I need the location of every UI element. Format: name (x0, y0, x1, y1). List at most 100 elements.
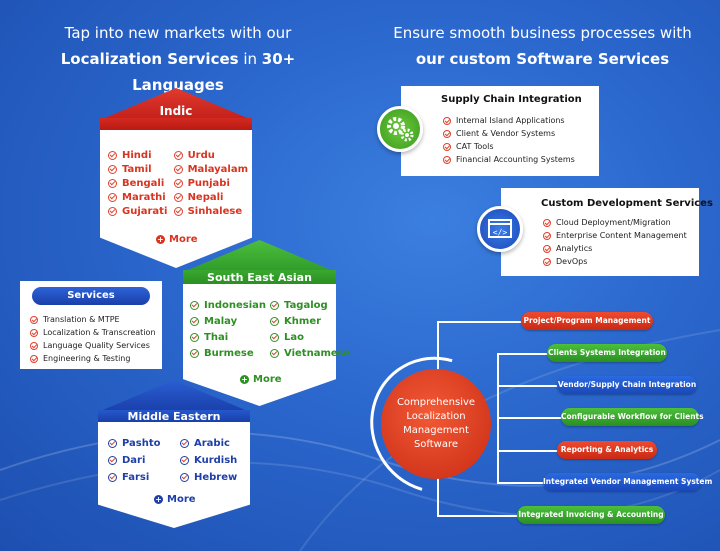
language-item: Hindi (108, 150, 170, 161)
check-icon (173, 165, 183, 174)
more-label: More (169, 234, 198, 245)
language-label: Kurdish (194, 455, 238, 466)
sea-more-link[interactable]: +More (240, 374, 282, 385)
language-item: Marathi (108, 192, 170, 203)
language-label: Urdu (187, 150, 215, 161)
check-icon (108, 207, 117, 216)
language-label: Indonesian (204, 300, 267, 311)
language-label: Nepali (187, 192, 224, 203)
check-icon (30, 341, 38, 350)
feature-pill: Reporting & Analytics (557, 441, 657, 459)
item-label: CAT Tools (456, 142, 494, 151)
check-icon (108, 439, 117, 448)
more-label: More (253, 374, 282, 385)
services-title: Services (32, 287, 150, 305)
language-item: Hebrew (180, 472, 248, 483)
language-label: Punjabi (187, 178, 230, 189)
item-label: DevOps (556, 257, 588, 266)
list-item: Financial Accounting Systems (443, 153, 575, 166)
connector-line (497, 385, 559, 387)
language-item: Thai (190, 332, 266, 343)
feature-pill: Configurable Workflow for Clients (561, 408, 704, 426)
hub-label: Comprehensive Localization Management So… (396, 397, 476, 450)
item-label: Client & Vendor Systems (456, 129, 556, 138)
check-icon (190, 333, 199, 342)
feature-pill: Project/Program Management (521, 312, 653, 330)
check-icon (173, 179, 183, 188)
supply-chain-panel: Supply Chain Integration Internal Island… (401, 86, 599, 176)
sea-title: South East Asian (207, 271, 312, 284)
supply-chain-title: Supply Chain Integration (441, 94, 582, 105)
feature-pill: Clients Systems Integration (547, 344, 667, 362)
language-label: Arabic (194, 438, 230, 449)
language-item: Lao (270, 332, 350, 343)
left-headline-line1: Tap into new markets with our (64, 24, 292, 42)
headline-mid: in (238, 50, 262, 68)
connector-trunk-right (497, 353, 499, 484)
language-item: Kurdish (180, 455, 248, 466)
language-label: Thai (204, 332, 229, 343)
language-item: Arabic (180, 438, 248, 449)
check-icon (180, 473, 189, 482)
language-label: Farsi (122, 472, 150, 483)
check-icon (190, 301, 199, 310)
language-label: Hindi (122, 150, 152, 161)
language-label: Hebrew (194, 472, 238, 483)
services-list: Translation & MTPE Localization & Transc… (30, 313, 156, 365)
plus-icon: + (154, 495, 163, 504)
language-item: Punjabi (173, 178, 248, 189)
check-icon (543, 218, 551, 227)
check-icon (443, 129, 451, 138)
sea-body (183, 284, 336, 406)
language-label: Lao (284, 332, 305, 343)
code-window-icon: </> (477, 206, 523, 252)
service-item: Engineering & Testing (30, 352, 156, 365)
me-language-grid: Pashto Arabic Dari Kurdish Farsi Hebrew (108, 438, 248, 483)
language-item: Indonesian (190, 300, 266, 311)
custom-dev-title: Custom Development Services (541, 198, 713, 209)
language-item: Gujarati (108, 206, 170, 217)
right-headline-line1: Ensure smooth business processes with (393, 24, 692, 42)
language-label: Dari (122, 455, 146, 466)
indic-more-link[interactable]: +More (156, 234, 198, 245)
language-label: Malay (204, 316, 238, 327)
service-label: Translation & MTPE (43, 315, 120, 324)
language-item: Urdu (173, 150, 248, 161)
language-item: Bengali (108, 178, 170, 189)
feature-pill: Integrated Vendor Management System (543, 473, 712, 491)
check-icon (30, 354, 38, 363)
me-more-link[interactable]: +More (154, 494, 196, 505)
right-headline-line2: our custom Software Services (415, 50, 670, 68)
language-label: Bengali (122, 178, 165, 189)
headline-bold-2: 30+ Languages (132, 50, 296, 94)
check-icon (443, 142, 451, 151)
service-item: Translation & MTPE (30, 313, 156, 326)
check-icon (108, 193, 117, 202)
indic-card: Indic Hindi Urdu Tamil Malayalam Bengali… (100, 88, 252, 268)
language-item: Burmese (190, 348, 266, 359)
connector-line (437, 515, 519, 517)
left-headline: Tap into new markets with our Localizati… (18, 20, 338, 98)
language-label: Malayalam (187, 164, 248, 175)
connector-line (497, 417, 563, 419)
list-item: Analytics (543, 242, 687, 255)
connector-line (497, 482, 545, 484)
list-item: Enterprise Content Management (543, 229, 687, 242)
language-item: Tamil (108, 164, 170, 175)
check-icon (543, 244, 551, 253)
language-item: Tagalog (270, 300, 350, 311)
list-item: DevOps (543, 255, 687, 268)
supply-chain-list: Internal Island Applications Client & Ve… (443, 114, 575, 166)
check-icon (443, 116, 451, 125)
check-icon (443, 155, 451, 164)
sea-roof (183, 240, 336, 272)
right-headline: Ensure smooth business processes with ou… (380, 20, 705, 72)
check-icon (173, 207, 183, 216)
check-icon (190, 349, 199, 358)
middle-eastern-card: Middle Eastern Pashto Arabic Dari Kurdis… (98, 380, 250, 528)
language-label: Pashto (122, 438, 161, 449)
check-icon (108, 473, 117, 482)
language-label: Burmese (204, 348, 254, 359)
language-item: Nepali (173, 192, 248, 203)
service-label: Language Quality Services (43, 341, 150, 350)
